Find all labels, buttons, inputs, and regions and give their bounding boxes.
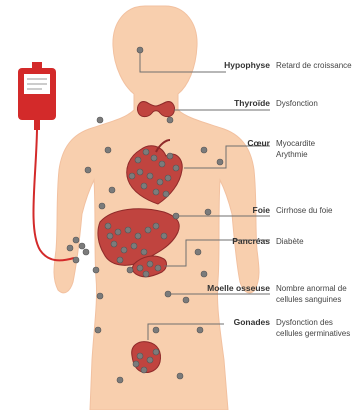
effect-foie: Cirrhose du foie: [276, 206, 333, 215]
effect-hypophyse: Retard de croissance: [276, 61, 352, 70]
iron-particle-icon: [153, 223, 159, 229]
label-thyroide: Thyroïde: [234, 98, 270, 108]
iron-particle-icon: [111, 241, 117, 247]
effect-moelle-line1: Nombre anormal de: [276, 284, 347, 293]
iron-particle-icon: [167, 117, 173, 123]
iron-particle-icon: [73, 237, 79, 243]
iron-particle-icon: [201, 147, 207, 153]
iron-particle-icon: [167, 153, 173, 159]
iron-particle-icon: [67, 245, 73, 251]
iron-particle-icon: [107, 233, 113, 239]
iron-particle-icon: [137, 265, 143, 271]
label-coeur: Cœur: [247, 138, 270, 148]
iron-particle-icon: [163, 191, 169, 197]
iron-particle-icon: [117, 377, 123, 383]
label-gonades: Gonades: [234, 317, 271, 327]
iron-particle-icon: [195, 249, 201, 255]
effect-moelle-line2: cellules sanguines: [276, 295, 341, 304]
iron-particle-icon: [129, 173, 135, 179]
iron-particle-icon: [217, 159, 223, 165]
iron-particle-icon: [155, 265, 161, 271]
iron-particle-icon: [117, 257, 123, 263]
iron-particle-icon: [153, 349, 159, 355]
iron-particle-icon: [143, 149, 149, 155]
iron-particle-icon: [205, 209, 211, 215]
label-foie: Foie: [253, 205, 271, 215]
iron-particle-icon: [145, 227, 151, 233]
label-hypophyse: Hypophyse: [224, 60, 270, 70]
iron-particle-icon: [141, 183, 147, 189]
iron-particle-icon: [85, 167, 91, 173]
effect-gonades-line2: cellules germinatives: [276, 329, 350, 338]
iron-particle-icon: [133, 361, 139, 367]
iron-particle-icon: [125, 227, 131, 233]
iron-particle-icon: [157, 179, 163, 185]
iron-particle-icon: [121, 247, 127, 253]
iron-particle-icon: [141, 249, 147, 255]
iron-particle-icon: [147, 173, 153, 179]
iron-particle-icon: [137, 47, 143, 53]
iron-particle-icon: [131, 243, 137, 249]
iron-particle-icon: [95, 327, 101, 333]
label-moelle: Moelle osseuse: [207, 283, 270, 293]
iron-particle-icon: [99, 203, 105, 209]
iron-particle-icon: [153, 189, 159, 195]
iron-particle-icon: [159, 161, 165, 167]
iron-particle-icon: [197, 327, 203, 333]
iron-particle-icon: [147, 357, 153, 363]
effect-pancreas: Diabète: [276, 237, 304, 246]
iron-particle-icon: [153, 327, 159, 333]
effect-thyroide: Dysfonction: [276, 99, 318, 108]
iron-particle-icon: [143, 271, 149, 277]
iron-particle-icon: [73, 257, 79, 263]
label-pancreas: Pancréas: [232, 236, 270, 246]
iron-particle-icon: [105, 223, 111, 229]
iron-particle-icon: [135, 157, 141, 163]
iron-particle-icon: [141, 367, 147, 373]
effect-coeur-line1: Myocardite: [276, 139, 316, 148]
iron-particle-icon: [147, 261, 153, 267]
iron-particle-icon: [127, 267, 133, 273]
iron-particle-icon: [97, 117, 103, 123]
iron-particle-icon: [177, 373, 183, 379]
iron-particle-icon: [183, 297, 189, 303]
iron-particle-icon: [161, 233, 167, 239]
effect-coeur-line2: Arythmie: [276, 150, 308, 159]
iron-particle-icon: [151, 155, 157, 161]
effect-gonades-line1: Dysfonction des: [276, 318, 333, 327]
iron-particle-icon: [201, 271, 207, 277]
iron-particle-icon: [135, 233, 141, 239]
iron-particle-icon: [83, 249, 89, 255]
iron-particle-icon: [97, 293, 103, 299]
iron-particle-icon: [173, 213, 179, 219]
iron-particle-icon: [165, 291, 171, 297]
iron-particle-icon: [173, 165, 179, 171]
iron-particle-icon: [137, 353, 143, 359]
iron-particle-icon: [109, 187, 115, 193]
iron-particle-icon: [137, 169, 143, 175]
iron-particle-icon: [165, 175, 171, 181]
iron-particle-icon: [105, 147, 111, 153]
iron-particle-icon: [79, 243, 85, 249]
iron-particle-icon: [115, 229, 121, 235]
iron-particle-icon: [93, 267, 99, 273]
